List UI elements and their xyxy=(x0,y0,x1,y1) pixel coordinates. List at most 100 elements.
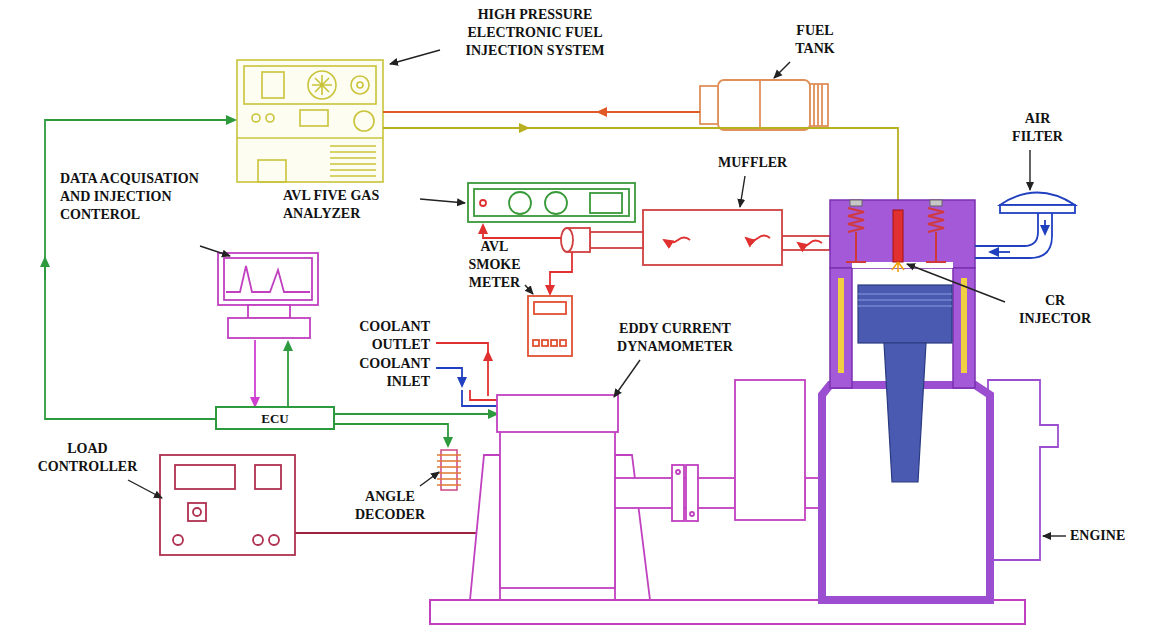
eddy-current-dynamometer-part xyxy=(470,455,500,600)
fuel-injection-unit-part xyxy=(330,146,376,176)
part-label: AIR FILTER xyxy=(1000,110,1075,146)
fuel-injection-unit-part xyxy=(258,160,286,182)
part-label: COOLANT INLET xyxy=(330,355,430,391)
fuel-injection-unit-part xyxy=(308,71,336,99)
angle-decoder xyxy=(437,450,461,490)
exhaust-muffler-part xyxy=(664,238,690,243)
load-controller-part xyxy=(253,535,263,545)
signal-wire-part xyxy=(335,413,497,415)
fuel-tank-part xyxy=(718,80,810,130)
leader-arrow-part xyxy=(740,176,745,207)
exhaust-muffler-part xyxy=(561,228,573,252)
signal-wire-part xyxy=(287,342,289,406)
data-acquisition-monitor-part xyxy=(228,318,310,338)
fuel-line-part xyxy=(383,128,898,210)
leader-arrow-part xyxy=(128,480,162,498)
gas-analyzer-part xyxy=(545,192,567,214)
signal-wire-part xyxy=(335,424,448,446)
data-acquisition-monitor-part xyxy=(226,266,310,292)
fuel-injection-unit-part xyxy=(244,66,376,104)
fuel-injection-unit-part xyxy=(357,82,363,88)
gas-analyzer-part xyxy=(474,189,629,216)
valve-spring-part xyxy=(850,200,862,206)
engine-block xyxy=(822,200,990,600)
fuel-injection-unit xyxy=(237,60,383,182)
smoke-meter xyxy=(528,296,572,356)
fuel-line xyxy=(383,112,898,210)
angle-decoder-part xyxy=(441,450,457,490)
part-label: AVL FIVE GAS ANALYZER xyxy=(283,187,413,223)
flywheel-part xyxy=(735,380,805,520)
air-filter-part xyxy=(1000,193,1075,206)
fuel-injection-unit-part xyxy=(237,137,383,139)
signal-wire-part xyxy=(295,532,497,534)
engine-housing xyxy=(988,380,1058,560)
air-filter-part xyxy=(975,213,1052,258)
flywheel xyxy=(735,380,805,520)
fuel-line-part xyxy=(505,127,528,129)
leader-arrow-part xyxy=(1029,150,1030,190)
part-label: EDDY CURRENT DYNAMOMETER xyxy=(600,320,750,356)
eddy-current-dynamometer-part xyxy=(497,395,618,432)
box-label: ECU xyxy=(261,411,288,426)
smoke-meter-part xyxy=(534,302,566,314)
engine-block-part xyxy=(961,278,967,373)
coolant-line-part xyxy=(487,352,489,396)
air-filter-part xyxy=(990,251,1010,253)
gas-analyzer-part xyxy=(509,192,531,214)
exhaust-muffler-part xyxy=(746,236,770,241)
leader-arrow-part xyxy=(420,199,465,203)
fuel-injection-unit-part xyxy=(237,60,383,182)
piston-part xyxy=(858,285,952,343)
part-label: LOAD CONTROLLER xyxy=(30,440,145,476)
valve-spring-part xyxy=(855,232,857,262)
leader-arrow-part xyxy=(1043,535,1066,536)
load-controller-part xyxy=(255,465,281,489)
data-acquisition-monitor-part xyxy=(218,253,318,305)
data-acquisition-monitor xyxy=(218,253,318,338)
cr-injector-body xyxy=(892,210,904,272)
part-label: CR INJECTOR xyxy=(1010,292,1100,328)
part-label: DATA ACQUISATION AND INJECTION CONTEROL xyxy=(60,170,200,224)
gas-analyzer-part xyxy=(468,183,635,222)
part-label: COOLANT OUTLET xyxy=(330,318,430,354)
fuel-tank-part xyxy=(700,86,718,124)
leader-arrow-part xyxy=(774,62,790,78)
piston-part xyxy=(884,343,926,482)
engine-block-part xyxy=(830,268,852,388)
data-acquisition-monitor-part xyxy=(248,305,290,318)
engine-block-part xyxy=(830,200,975,268)
eddy-current-dynamometer-part xyxy=(500,430,615,588)
signal-wire-part xyxy=(254,340,256,406)
fuel-injection-unit-part xyxy=(252,114,260,122)
gas-analyzer xyxy=(468,183,635,222)
exhaust-muffler-part xyxy=(782,236,830,250)
fuel-tank-part xyxy=(810,84,828,126)
fuel-injection-unit-part xyxy=(351,76,369,94)
coolant-line-part xyxy=(436,368,462,386)
exhaust-muffler-part xyxy=(798,241,822,246)
signal-wire-part xyxy=(44,258,46,280)
engine-block-part xyxy=(838,278,844,373)
air-filter-part xyxy=(1000,205,1075,213)
part-label: MUFFLER xyxy=(718,154,808,172)
piston-part xyxy=(858,294,952,306)
leader-arrow-part xyxy=(200,246,230,256)
cr-injector-body-part xyxy=(892,262,904,272)
drive-shaft-part xyxy=(676,470,680,474)
fuel-injection-unit-part xyxy=(312,75,332,95)
load-controller-part xyxy=(175,465,235,489)
load-controller-part xyxy=(188,503,206,521)
smoke-meter-part xyxy=(551,340,557,346)
valve-spring-part xyxy=(930,200,942,206)
signal-wire-part xyxy=(45,120,235,419)
part-label: FUEL TANK xyxy=(785,22,845,58)
gas-analyzer-part xyxy=(480,200,486,206)
exhaust-sample-line-part xyxy=(483,225,561,238)
air-filter xyxy=(975,193,1075,259)
load-controller xyxy=(160,455,295,555)
leader-arrow-part xyxy=(525,285,533,294)
cr-injector-body-part xyxy=(893,210,903,262)
fuel-tank-part xyxy=(814,84,822,126)
